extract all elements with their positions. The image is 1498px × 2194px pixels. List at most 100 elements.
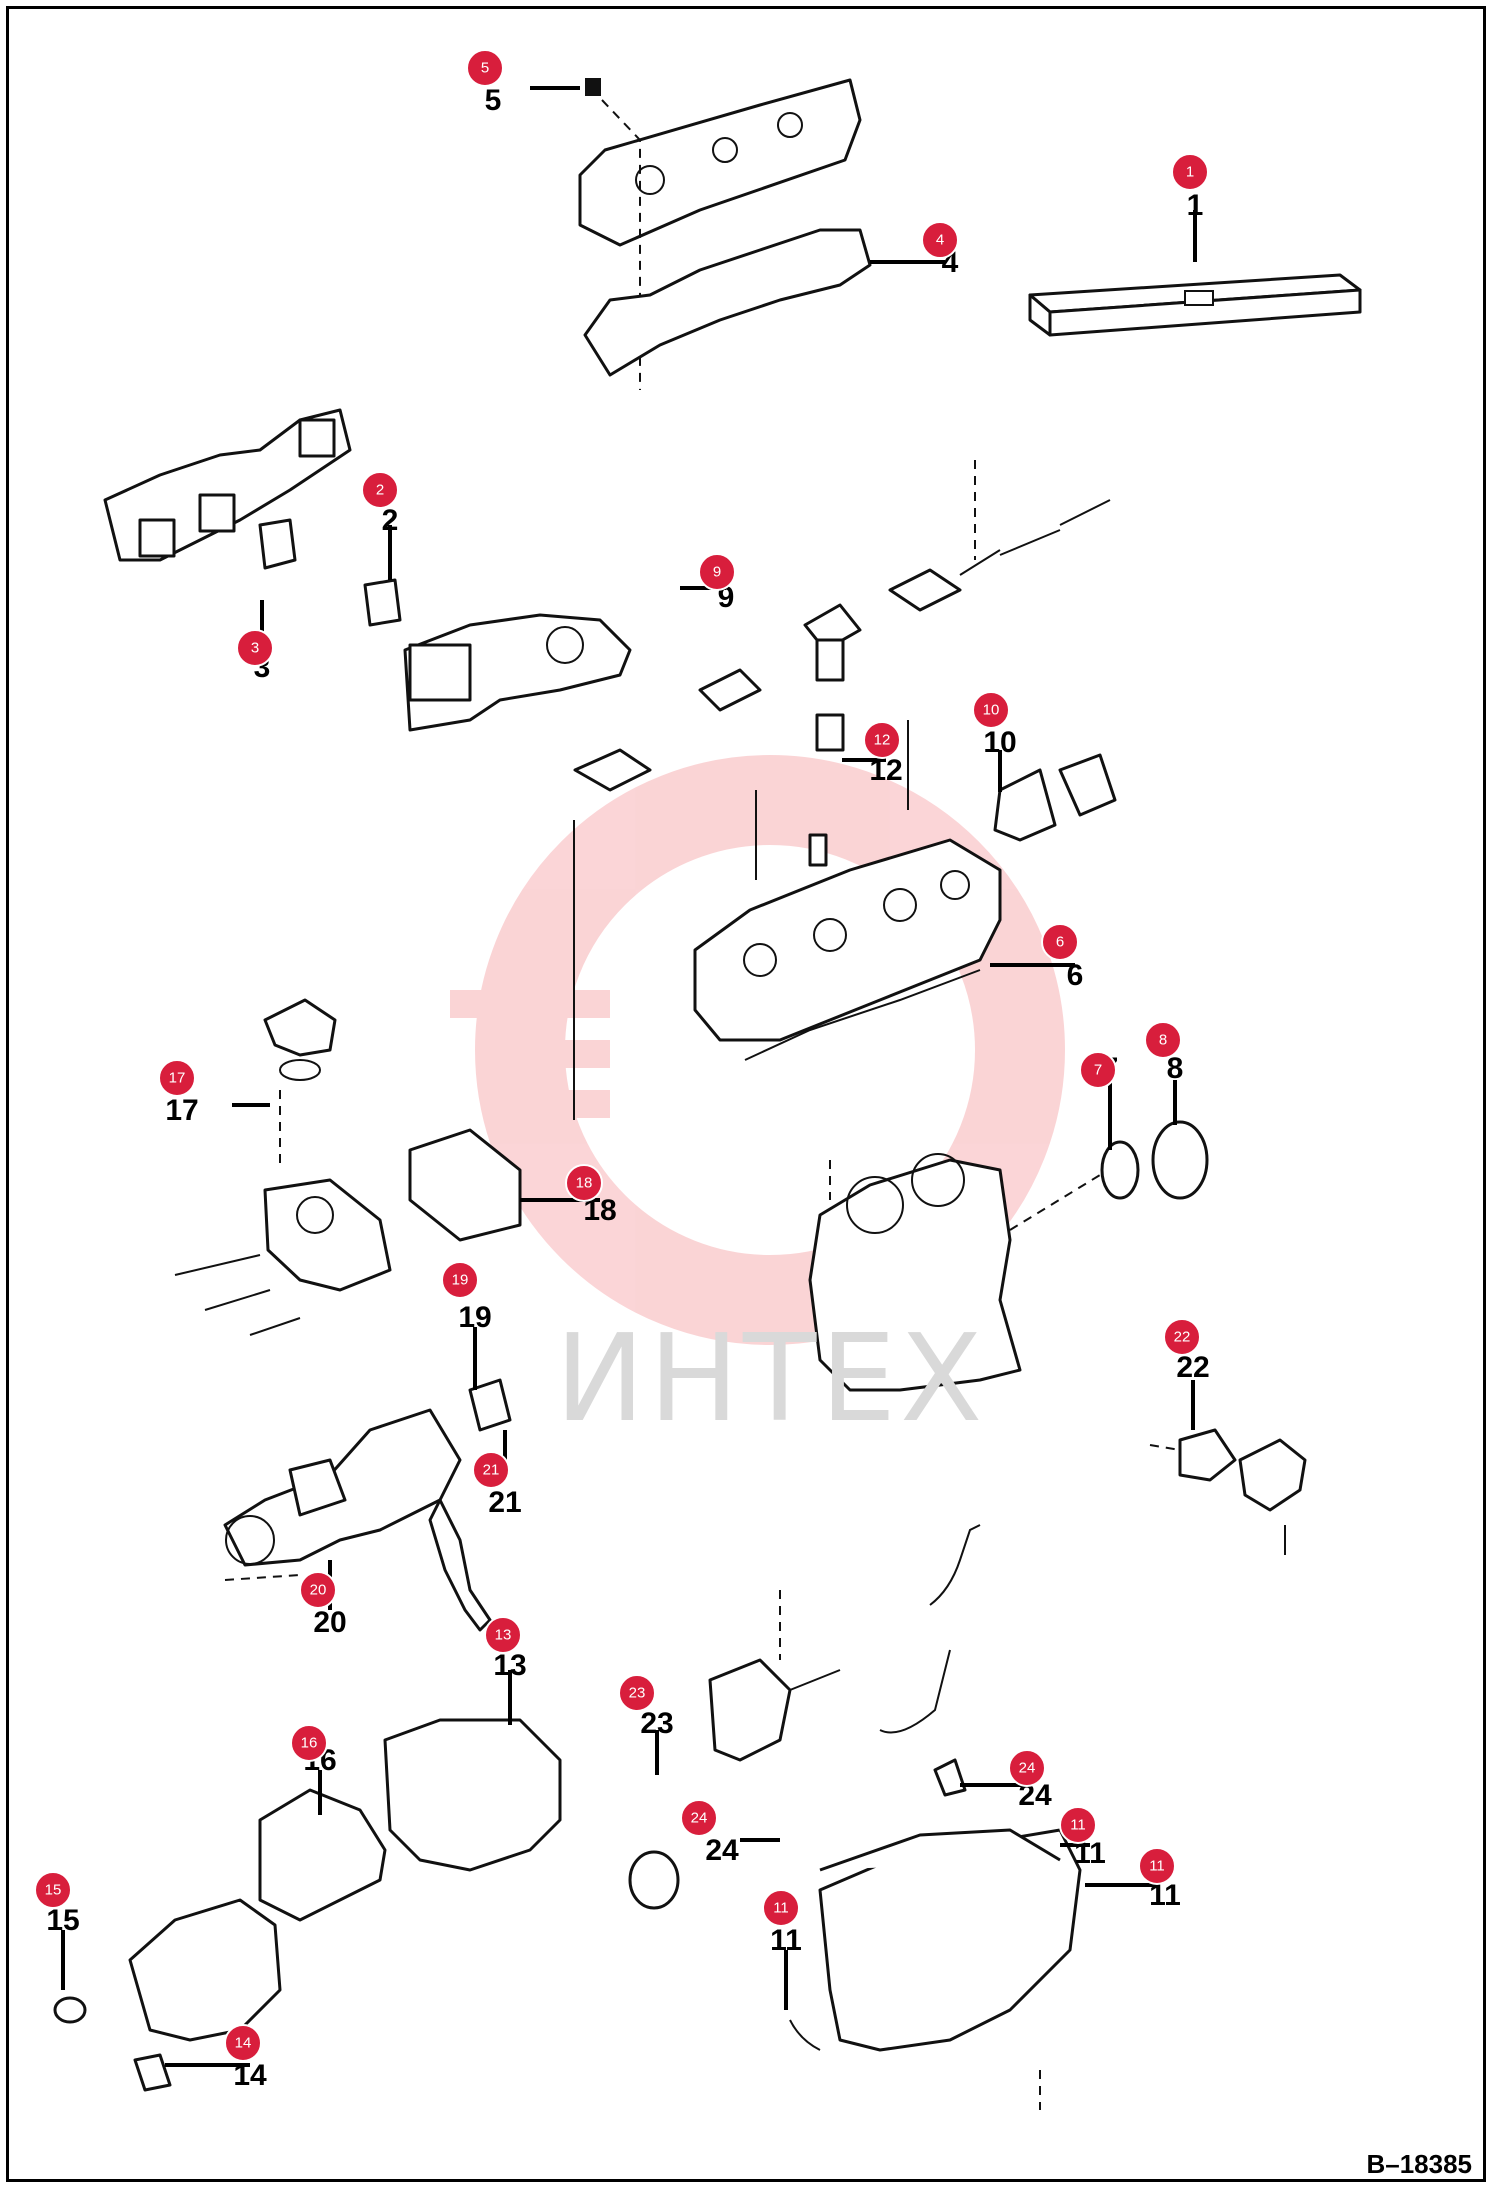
callout-number-10: 10 [983,726,1016,759]
callout-badge-9[interactable]: 9 [698,553,736,591]
callout-badge-22[interactable]: 22 [1163,1318,1201,1356]
thermostat-gasket-a [993,768,1057,842]
callout-badge-20[interactable]: 20 [299,1571,337,1609]
valve-cover-gasket [583,228,872,377]
cylinder-head [693,838,1002,1061]
callout-badge-text: 9 [713,564,721,581]
callout-number-11: 11 [770,1924,802,1957]
callout-number-21: 21 [488,1486,521,1519]
callout-badge-text: 11 [1070,1817,1086,1834]
callout-number-5: 5 [485,84,502,117]
watermark-gear-icon [450,755,1065,1345]
callout-badge-text: 19 [452,1272,469,1289]
callout-badge-12[interactable]: 12 [863,721,901,759]
callout-badge-7[interactable]: 7 [1079,1051,1117,1089]
exhaust-gasket [258,518,297,570]
callout-badge-15[interactable]: 15 [34,1871,72,1909]
callout-badge-text: 4 [936,232,944,249]
callout-badge-21[interactable]: 21 [472,1451,510,1489]
crankshaft-seal-small [1100,1140,1140,1200]
callout-badge-text: 22 [1174,1329,1191,1346]
gasket-kit-box [1028,273,1362,337]
callout-badge-5[interactable]: 5 [466,49,504,87]
front-crankshaft-seal [53,1996,87,2024]
callout-number-12: 12 [869,754,902,787]
callout-badge-24[interactable]: 24 [680,1799,718,1837]
front-cover-gasket [133,2053,172,2092]
callout-badge-text: 6 [1056,934,1064,951]
timing-gear-housing [383,1718,562,1872]
callout-badge-text: 24 [1019,1760,1036,1777]
callout-number-1: 1 [1187,189,1204,222]
crankshaft-seal-large [1151,1120,1209,1200]
callout-badge-4[interactable]: 4 [921,221,959,259]
callout-badge-text: 16 [301,1735,318,1752]
callout-badge-text: 15 [45,1882,62,1899]
housing-gasket [408,1128,522,1242]
oil-pump [628,1524,981,1910]
rocker-arm-assembly [573,460,1111,1120]
callout-badge-10[interactable]: 10 [972,691,1010,729]
seal-centerline [1009,1174,1101,1231]
callout-badge-11[interactable]: 11 [762,1889,800,1927]
callout-badges: 1234567891011111112131415161718192021222… [34,49,1209,2062]
callout-badge-18[interactable]: 18 [565,1164,603,1202]
callout-badge-text: 21 [483,1462,500,1479]
callout-badge-text: 23 [629,1685,646,1702]
callout-badge-11[interactable]: 11 [1138,1847,1176,1885]
thermostat-outlet [1149,1428,1307,1555]
callout-number-19: 19 [458,1301,491,1334]
callout-badge-text: 1 [1186,164,1194,181]
callout-number-13: 13 [493,1649,526,1682]
callout-badge-text: 14 [235,2035,252,2052]
callout-badge-23[interactable]: 23 [618,1674,656,1712]
callout-badge-text: 5 [481,60,489,77]
callout-badge-1[interactable]: 1 [1171,153,1209,191]
callout-badge-14[interactable]: 14 [224,2024,262,2062]
callout-number-8: 8 [1167,1052,1184,1085]
watermark-text: ИНТЕХ [555,1310,987,1449]
callout-number-22: 22 [1176,1351,1209,1384]
intake-manifold [403,613,632,732]
callout-badge-text: 24 [691,1810,708,1827]
callout-badge-13[interactable]: 13 [484,1616,522,1654]
figure-reference: B–18385 [1366,2149,1472,2179]
timing-cover-gasket [258,1788,387,1922]
callout-number-2: 2 [382,504,399,537]
intake-gasket [363,578,402,627]
callout-badge-text: 20 [310,1582,327,1599]
callout-badge-19[interactable]: 19 [441,1261,479,1299]
callout-badge-text: 3 [251,640,259,657]
callout-leader-lines [61,86,1197,2067]
callout-number-14: 14 [233,2059,267,2092]
callout-badge-16[interactable]: 16 [290,1724,328,1762]
callout-badge-text: 2 [376,482,384,499]
callout-badge-text: 17 [169,1070,186,1087]
callout-badge-text: 7 [1094,1062,1102,1079]
water-pump [223,1378,512,1632]
callout-badge-text: 18 [576,1175,593,1192]
callout-badge-11[interactable]: 11 [1059,1806,1097,1844]
callout-badge-8[interactable]: 8 [1144,1021,1182,1059]
front-timing-cover [128,1898,282,2042]
valve-cover-centerline [601,99,641,390]
valve-cover [578,78,862,247]
callout-number-24: 24 [705,1834,739,1867]
oil-pan [789,1828,1082,2110]
diagram-frame [6,6,1486,2182]
callout-badge-text: 13 [495,1627,512,1644]
callout-badge-text: 11 [773,1900,789,1917]
callout-badge-2[interactable]: 2 [361,471,399,509]
callout-badge-6[interactable]: 6 [1041,923,1079,961]
callout-number-15: 15 [46,1904,79,1937]
callout-number-17: 17 [165,1094,198,1127]
callout-badge-3[interactable]: 3 [236,629,274,667]
thermostat-housing [174,998,392,1336]
callout-number-23: 23 [640,1707,673,1740]
callout-badge-text: 8 [1159,1032,1167,1049]
exhaust-manifold [103,408,352,562]
callout-badge-24[interactable]: 24 [1008,1749,1046,1787]
thermostat-gasket-b [1058,753,1117,817]
callout-badge-17[interactable]: 17 [158,1059,196,1097]
